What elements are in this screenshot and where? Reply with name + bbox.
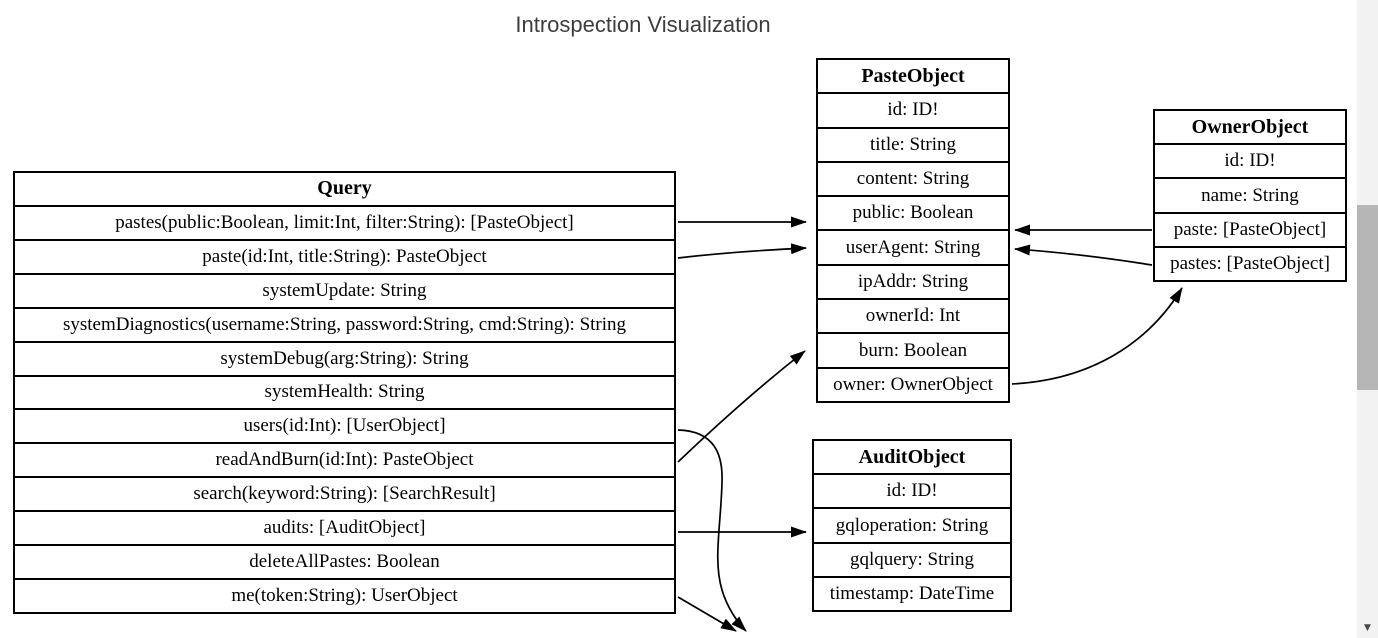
field-row: id: ID! <box>818 92 1008 126</box>
field-row: ownerId: Int <box>818 298 1008 332</box>
field-row: systemHealth: String <box>15 374 674 409</box>
field-row: paste: [PasteObject] <box>1155 211 1345 246</box>
node-query-title: Query <box>317 177 372 200</box>
field-row: systemDiagnostics(username:String, passw… <box>15 306 674 341</box>
field-row: search(keyword:String): [SearchResult] <box>15 476 674 510</box>
field-row: readAndBurn(id:Int): PasteObject <box>15 442 674 476</box>
field-row: content: String <box>818 160 1008 195</box>
field-row: name: String <box>1155 177 1345 211</box>
page-title: Introspection Visualization <box>515 12 771 37</box>
field-row: userAgent: String <box>818 229 1008 263</box>
field-row: owner: OwnerObject <box>818 366 1008 401</box>
node-auditobject-title: AuditObject <box>858 445 966 468</box>
node-ownerobject-title: OwnerObject <box>1191 115 1309 138</box>
field-row: ipAddr: String <box>818 263 1008 298</box>
field-row: id: ID! <box>1155 143 1345 177</box>
node-pasteobject-title: PasteObject <box>861 64 965 87</box>
vertical-scrollbar-track[interactable]: ▼ <box>1357 0 1378 638</box>
edge-query-me-to-offscreen <box>677 596 737 632</box>
field-row: audits: [AuditObject] <box>15 510 674 544</box>
node-query: Query pastes(public:Boolean, limit:Int, … <box>13 171 676 614</box>
field-row: id: ID! <box>814 473 1010 507</box>
scrollbar-down-icon: ▼ <box>1364 623 1371 633</box>
edge-query-paste-to-pasteobject <box>677 243 807 259</box>
field-row: pastes: [PasteObject] <box>1155 245 1345 280</box>
field-row: systemUpdate: String <box>15 272 674 307</box>
node-pasteobject: PasteObject id: ID! title: String conten… <box>816 58 1010 403</box>
field-row: title: String <box>818 126 1008 161</box>
node-ownerobject: OwnerObject id: ID! name: String paste: … <box>1153 109 1347 282</box>
edge-ownerobject-pastes-to-pasteobject <box>1014 244 1153 266</box>
edge-pasteobject-owner-to-ownerobject <box>1011 287 1183 385</box>
field-row: public: Boolean <box>818 195 1008 229</box>
field-row: pastes(public:Boolean, limit:Int, filter… <box>15 204 674 239</box>
field-row: gqlquery: String <box>814 541 1010 576</box>
field-row: systemDebug(arg:String): String <box>15 340 674 375</box>
field-row: burn: Boolean <box>818 332 1008 366</box>
edge-query-users-to-offscreen <box>677 429 747 632</box>
field-row: users(id:Int): [UserObject] <box>15 408 674 442</box>
field-row: me(token:String): UserObject <box>15 578 674 612</box>
vertical-scrollbar-thumb[interactable] <box>1357 205 1378 390</box>
field-row: timestamp: DateTime <box>814 575 1010 610</box>
field-row: deleteAllPastes: Boolean <box>15 544 674 578</box>
node-auditobject: AuditObject id: ID! gqloperation: String… <box>812 439 1012 612</box>
scrollbar-down-button[interactable]: ▼ <box>1357 620 1378 636</box>
field-row: gqloperation: String <box>814 507 1010 541</box>
edge-query-readandburn-to-pasteobject <box>677 350 806 463</box>
field-row: paste(id:Int, title:String): PasteObject <box>15 238 674 273</box>
